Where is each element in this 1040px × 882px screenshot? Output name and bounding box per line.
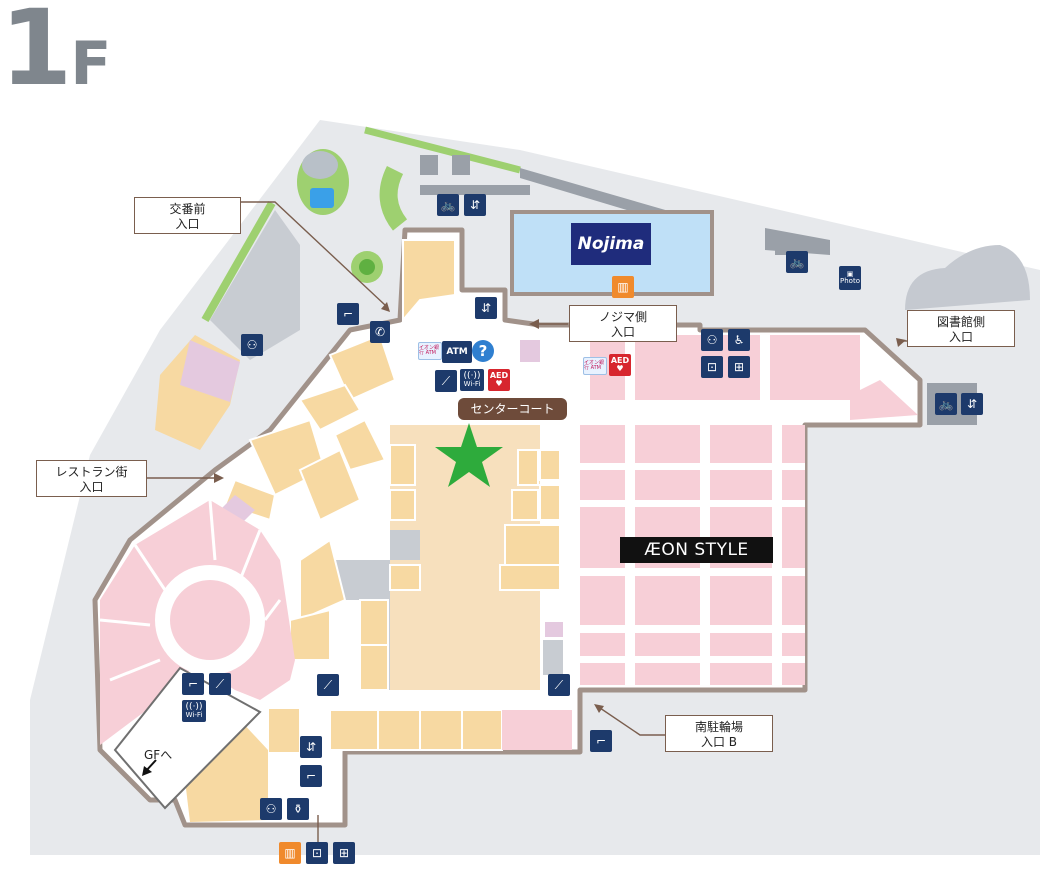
restroom-icon: ⚇: [241, 334, 263, 356]
elevator-icon: ⇵: [475, 297, 497, 319]
nursing-room-icon: ⊡: [306, 842, 328, 864]
left-wing-store: [180, 340, 240, 402]
pond-water-blue: [310, 188, 334, 208]
aeon-area: [502, 710, 572, 750]
floor-letter: F: [70, 29, 112, 99]
gf-stair-area: [113, 666, 262, 810]
restaurant-block-right: [499, 449, 561, 591]
elevator-icon: ⇵: [961, 393, 983, 415]
left-wing: [210, 210, 300, 360]
outbuilding: [775, 235, 787, 255]
aeon-atm-label: イオン銀行 ATM: [419, 345, 440, 356]
photo-booth-icon: ▣Photo: [839, 266, 861, 290]
pond-water: [302, 151, 338, 179]
information-label: ?: [478, 341, 488, 360]
aeon-atm-icon: イオン銀行 ATM: [418, 342, 442, 360]
elevator-icon: ⇵: [300, 736, 322, 758]
nursing-room-icon: ⊡: [701, 356, 723, 378]
elevator-icon: ⇵: [464, 194, 486, 216]
escalator-icon: ⟋: [317, 674, 339, 696]
store-purple: [520, 340, 540, 362]
entrance-nojima-side[interactable]: ノジマ側 入口: [569, 305, 677, 342]
aeon-atm-label: イオン銀行 ATM: [584, 360, 605, 371]
atm-label: ATM: [446, 346, 468, 357]
aed-label: AED: [489, 371, 509, 380]
outbuilding: [420, 185, 530, 195]
locker-icon: ▥: [612, 276, 634, 298]
floor-label: 1F: [0, 0, 111, 100]
bicycle-parking-icon: 🚲: [935, 393, 957, 415]
information-icon: ?: [472, 340, 494, 362]
restaurant-row-south: [267, 707, 503, 754]
stairs-icon: ⌐: [182, 673, 204, 695]
stairs-icon: ⌐: [590, 730, 612, 752]
outbuilding: [420, 155, 438, 175]
accessible-restroom-icon: ♿: [728, 329, 750, 351]
entrance-south-bike-parking[interactable]: 南駐輪場 入口 B: [665, 715, 773, 752]
restaurant-block-sw: [185, 720, 268, 822]
green-strip: [379, 165, 408, 231]
gf-label: GFへ: [144, 748, 173, 762]
escalator-icon: ⟋: [435, 370, 457, 392]
stairs-icon: ⌐: [300, 765, 322, 787]
green-strip: [201, 201, 276, 322]
aeon-style-logo[interactable]: ÆON STYLE: [620, 537, 773, 563]
wifi-label: Wi-Fi: [185, 711, 203, 719]
escalator-icon: ⟋: [548, 674, 570, 696]
baby-room-icon: ⊞: [728, 356, 750, 378]
wifi-icon: ((·))Wi-Fi: [182, 700, 206, 722]
library-building: [905, 245, 1030, 310]
center-court-star: [435, 423, 503, 487]
callout-leaders: [147, 201, 907, 842]
utility: [390, 530, 420, 560]
center-court-label[interactable]: センターコート: [458, 398, 567, 420]
aed-icon: AED♥: [609, 354, 631, 376]
aeon-area: [850, 380, 918, 420]
locker-icon: ▥: [279, 842, 301, 864]
restaurant-strip: [223, 239, 456, 691]
atm-icon: ATM: [442, 341, 472, 363]
floor-number: 1: [0, 0, 72, 109]
outbuilding: [452, 155, 470, 175]
entrance-library-side[interactable]: 図書館側 入口: [907, 310, 1015, 347]
wifi-icon: ((·))Wi-Fi: [460, 369, 484, 391]
green-strip: [364, 126, 521, 174]
aed-label: AED: [610, 356, 630, 365]
utility: [543, 640, 563, 675]
bicycle-parking-icon: 🚲: [437, 194, 459, 216]
photo-label: Photo: [840, 277, 860, 285]
store-purple: [545, 622, 563, 637]
restaurant-dividers: [99, 499, 282, 682]
aed-icon: AED♥: [488, 369, 510, 391]
restroom-icon: ⚇: [701, 329, 723, 351]
nojima-logo[interactable]: Nojima: [571, 223, 651, 265]
aeon-atm-icon: イオン銀行 ATM: [583, 357, 607, 375]
escalator-icon: ⟋: [209, 673, 231, 695]
wifi-label: Wi-Fi: [463, 380, 481, 388]
baby-bottle-icon: ⚱: [287, 798, 309, 820]
callout-arrowheads: [214, 302, 906, 713]
bicycle-parking-icon: 🚲: [786, 251, 808, 273]
entrance-police-box[interactable]: 交番前 入口: [134, 197, 241, 234]
stairs-icon: ⌐: [337, 303, 359, 325]
phone-icon: ✆: [370, 321, 390, 343]
restroom-icon: ⚇: [260, 798, 282, 820]
baby-room-icon: ⊞: [333, 842, 355, 864]
entrance-restaurant-street[interactable]: レストラン街 入口: [36, 460, 147, 497]
